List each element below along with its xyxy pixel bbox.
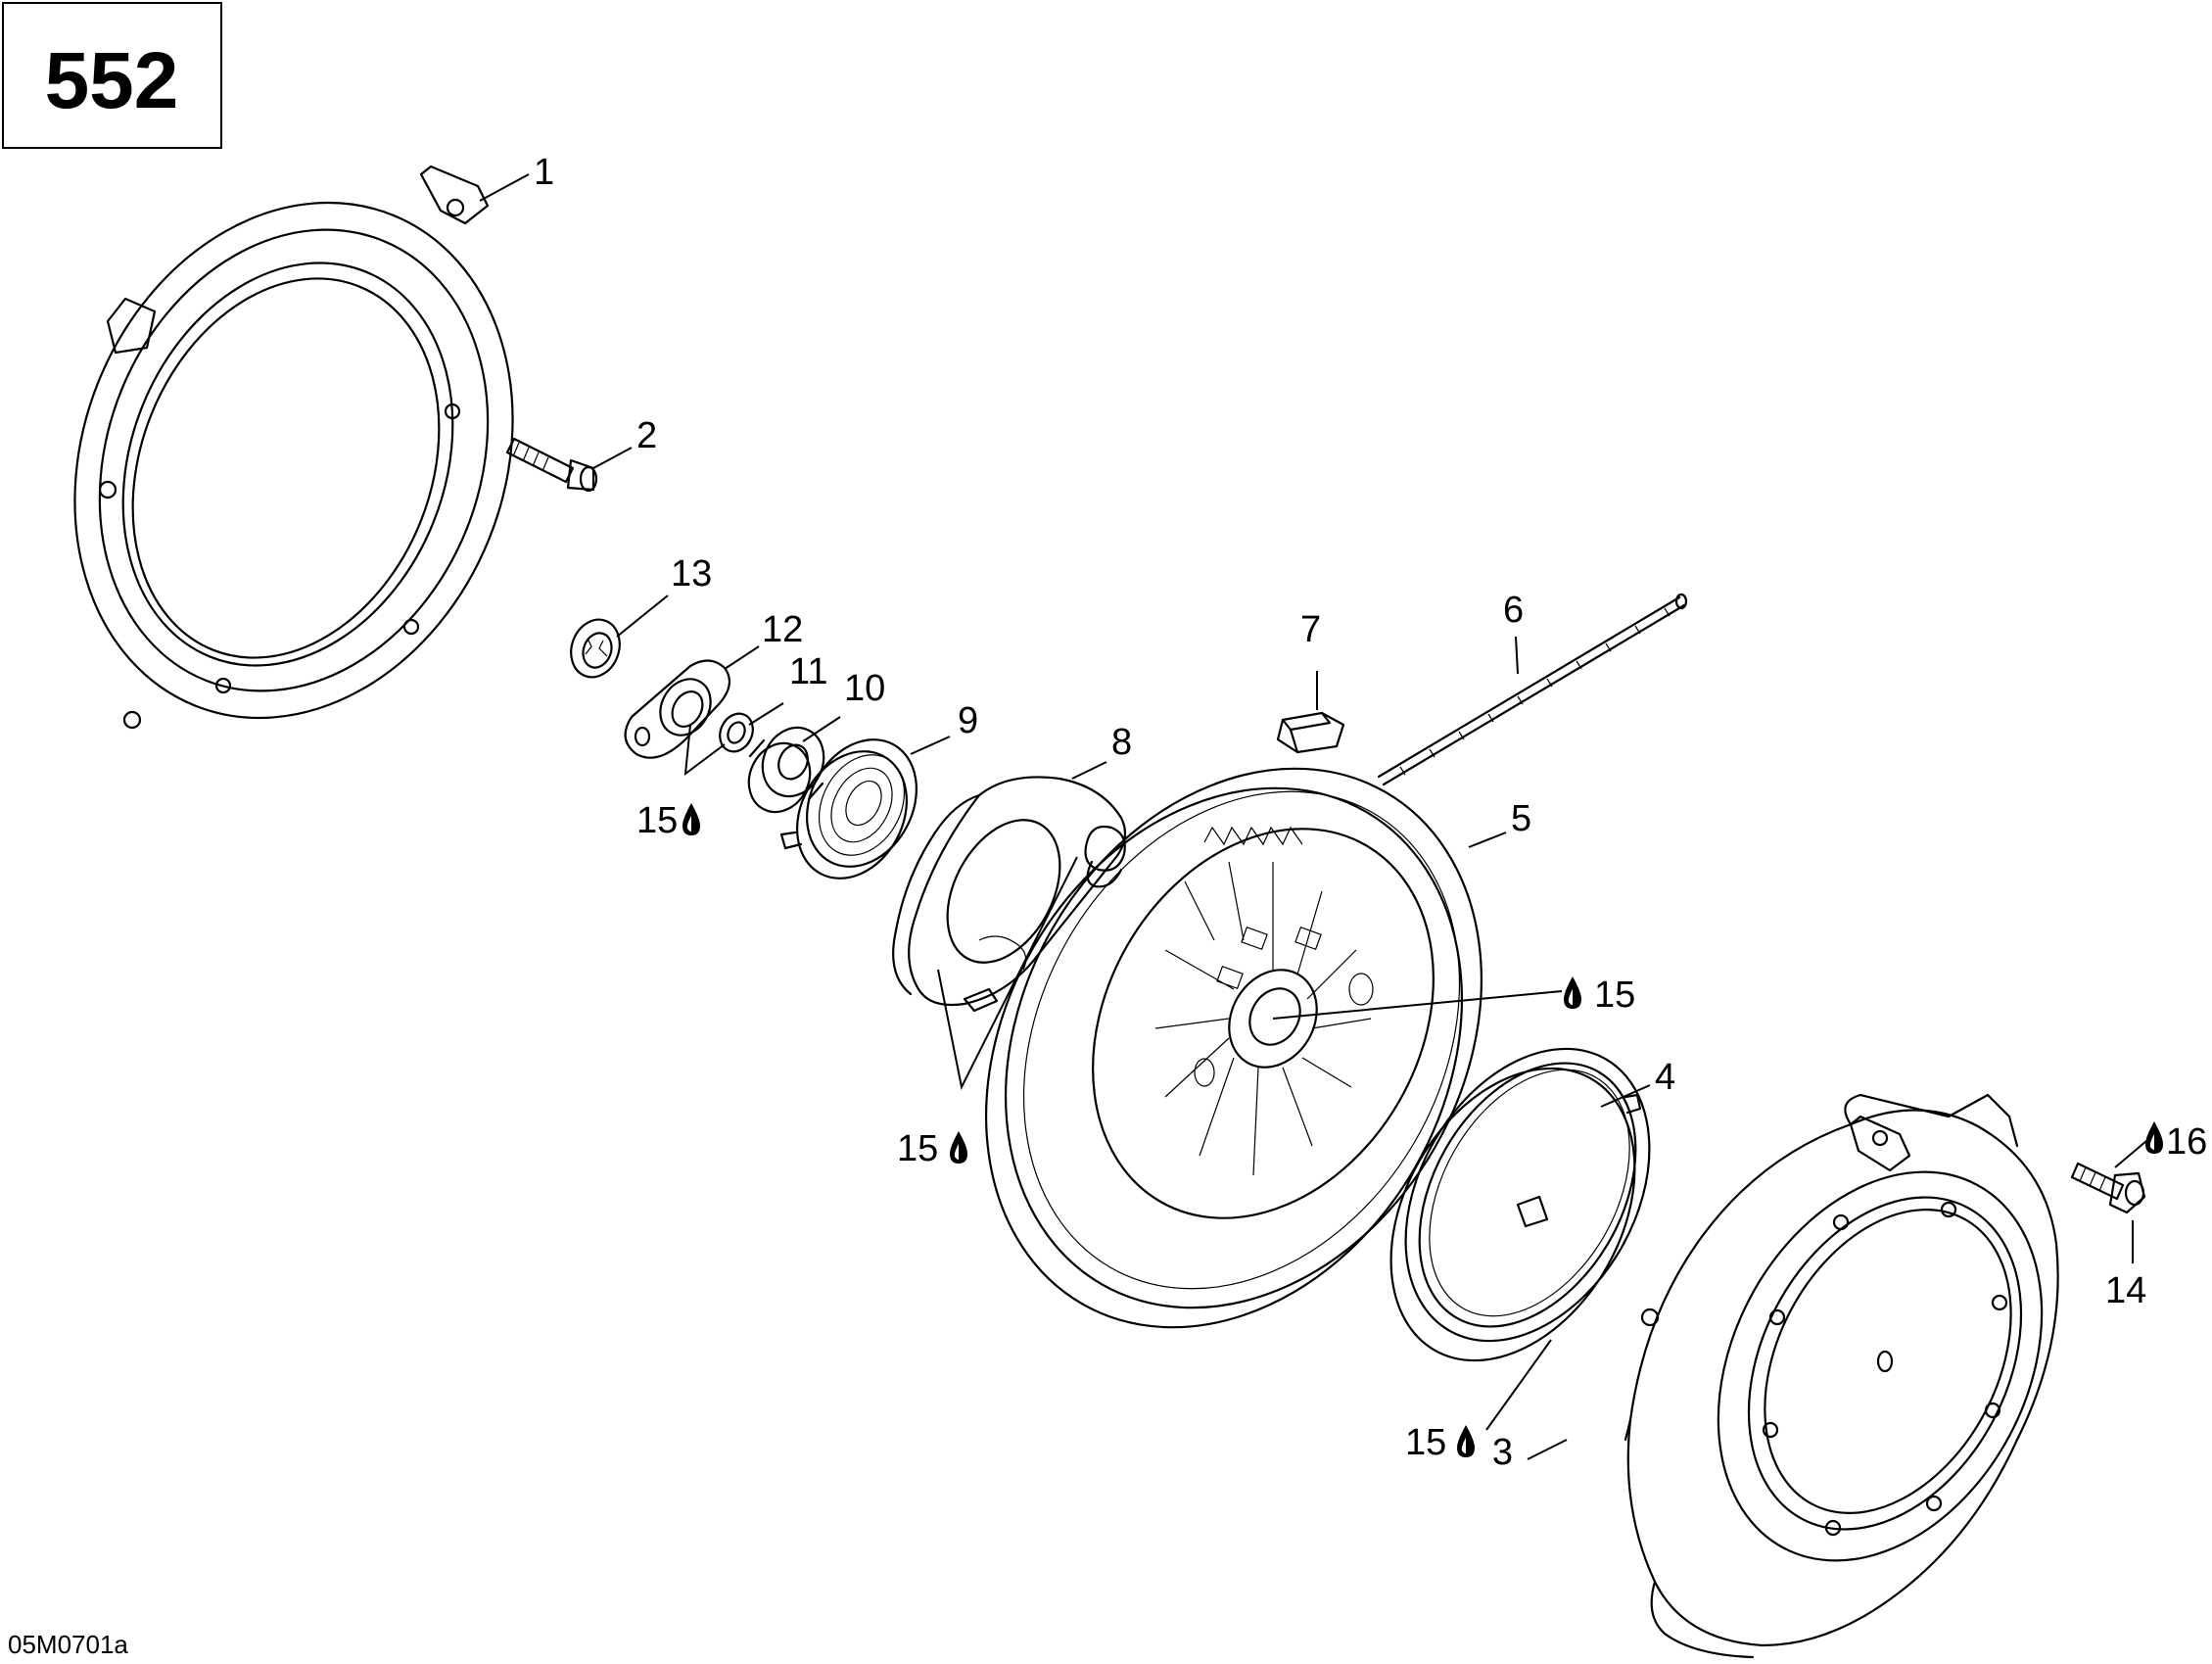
part-6-rope[interactable] [1377, 593, 1688, 786]
part-14-screw[interactable] [2070, 1162, 2146, 1214]
callout-7: 7 [1300, 609, 1321, 650]
callout-10: 10 [844, 668, 885, 709]
figure-reference: 05M0701a [8, 1630, 128, 1659]
callout-6: 6 [1503, 590, 1524, 631]
part-12-plate[interactable] [624, 659, 731, 759]
oil-drop-icon [682, 803, 700, 835]
callout-12: 12 [762, 609, 803, 650]
part-13-lock-washer[interactable] [563, 613, 628, 685]
part-2-screw[interactable] [505, 437, 598, 493]
callout-14: 14 [2105, 1270, 2146, 1311]
part-5-rope-sheave[interactable] [891, 682, 1577, 1413]
callout-16: 16 [2166, 1121, 2207, 1163]
callout-15d: 15 [1405, 1422, 1446, 1463]
callout-4: 4 [1655, 1057, 1675, 1098]
callout-13: 13 [671, 553, 712, 594]
leader-lines [479, 173, 2147, 1460]
page-number-box: 552 [2, 2, 222, 149]
callout-2: 2 [636, 415, 657, 456]
part-7-key[interactable] [1276, 711, 1345, 754]
part-9-spring[interactable] [776, 721, 938, 898]
callout-11: 11 [789, 651, 827, 692]
oil-drop-icon [950, 1131, 967, 1164]
part-4-rewind-spring[interactable] [1341, 1005, 1700, 1403]
oil-drop-icon [1457, 1425, 1475, 1457]
part-11-washer[interactable] [714, 708, 759, 757]
lubricant-icons [682, 803, 2163, 1457]
callouts: 1 2 3 4 5 6 7 8 9 10 11 12 13 14 15 15 1… [534, 152, 2207, 1473]
part-3-starter-housing[interactable] [1624, 1093, 2106, 1659]
page-number: 552 [45, 36, 179, 125]
callout-8: 8 [1111, 722, 1132, 763]
callout-9: 9 [958, 700, 978, 741]
oil-drop-icon [2145, 1121, 2163, 1154]
callout-15b: 15 [897, 1128, 938, 1169]
part-8-pawl-cover[interactable] [892, 776, 1127, 1013]
callout-15c: 15 [1594, 975, 1635, 1016]
callout-3: 3 [1492, 1432, 1513, 1473]
callout-15a: 15 [636, 800, 678, 841]
callout-1: 1 [534, 152, 554, 193]
oil-drop-icon [1564, 976, 1581, 1009]
callout-5: 5 [1511, 798, 1531, 839]
part-1-mounting-ring[interactable] [0, 136, 588, 784]
